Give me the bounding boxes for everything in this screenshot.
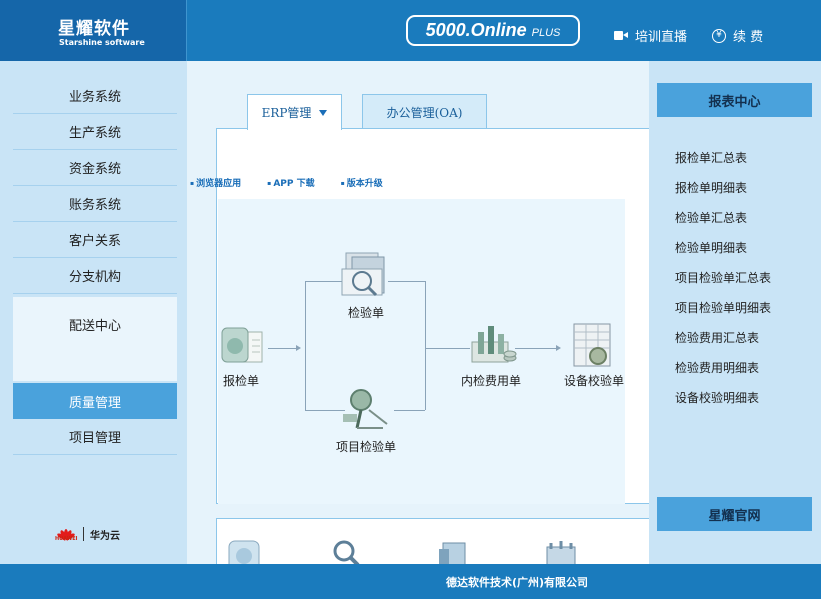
report-link[interactable]: 报检单汇总表 <box>675 151 748 165</box>
version-upgrade-link[interactable]: 版本升级 <box>341 176 383 189</box>
workflow-diagram <box>218 199 625 504</box>
tab-erp-label: ERP管理 <box>261 106 312 120</box>
shortcut-icon-2 <box>333 540 360 564</box>
shortcut-icon-3 <box>439 542 466 564</box>
node-label-internal-fee[interactable]: 内检费用单 <box>461 374 522 388</box>
connector-line <box>268 348 298 349</box>
project-inspection-icon[interactable] <box>343 384 393 438</box>
sidebar-item-customer[interactable]: 客户关系 <box>13 222 177 258</box>
app-download-link[interactable]: APP 下载 <box>267 176 314 189</box>
inspection-request-icon[interactable] <box>220 326 266 370</box>
official-website-button[interactable]: 星耀官网 <box>657 497 812 531</box>
footer: 德达软件技术(广州)有限公司 <box>0 564 821 599</box>
inspection-form-icon[interactable] <box>340 249 390 303</box>
renew-label: 续 费 <box>733 30 764 45</box>
report-center-panel: 报表中心 报检单汇总表 报检单明细表 检验单汇总表 检验单明细表 项目检验单汇总… <box>649 61 821 564</box>
internal-fee-icon[interactable] <box>468 320 518 370</box>
report-link[interactable]: 检验费用明细表 <box>675 361 760 375</box>
report-link[interactable]: 项目检验单明细表 <box>675 301 772 315</box>
connector-line <box>425 281 426 410</box>
tab-erp[interactable]: ERP管理 <box>247 94 342 130</box>
report-link[interactable]: 检验单汇总表 <box>675 211 748 225</box>
chevron-down-icon <box>319 109 328 116</box>
connector-line <box>305 281 345 282</box>
brand-name-en: Starshine software <box>59 38 145 47</box>
node-label-inspection-form[interactable]: 检验单 <box>348 306 385 320</box>
report-center-title: 报表中心 <box>657 83 812 117</box>
arrow-icon <box>296 345 301 351</box>
report-link[interactable]: 检验单明细表 <box>675 241 748 255</box>
partner-badge: HUAWEI 华为云 <box>55 526 120 542</box>
left-sidebar: 业务系统 生产系统 资金系统 账务系统 客户关系 分支机构 配送中心 质量管理 … <box>0 61 187 564</box>
video-icon <box>614 30 628 41</box>
brand-name-cn: 星耀软件 <box>58 19 130 39</box>
version-badge: 5000.Online PLUS <box>406 15 580 46</box>
partner-name: 华为云 <box>90 530 120 542</box>
partner-divider <box>83 527 84 541</box>
connector-line <box>305 410 345 411</box>
connector-line <box>388 281 425 282</box>
sidebar-item-production[interactable]: 生产系统 <box>13 114 177 150</box>
sidebar-item-accounting[interactable]: 账务系统 <box>13 186 177 222</box>
tab-oa[interactable]: 办公管理(OA) <box>362 94 487 129</box>
connector-line <box>305 281 306 410</box>
renew-icon: ¥ <box>712 28 726 43</box>
shortcut-icon-4 <box>546 541 576 564</box>
training-live-link[interactable]: 培训直播 <box>614 26 687 45</box>
sub-links-bar: 浏览器应用 APP 下载 版本升级 <box>190 176 383 189</box>
sidebar-item-project[interactable]: 项目管理 <box>13 419 177 455</box>
bottom-shortcut-panel <box>216 518 649 564</box>
renew-link[interactable]: ¥ 续 费 <box>712 26 763 45</box>
sidebar-item-distribution[interactable]: 配送中心 <box>13 297 177 381</box>
sidebar-item-funds[interactable]: 资金系统 <box>13 150 177 186</box>
report-link[interactable]: 报检单明细表 <box>675 181 748 195</box>
arrow-icon <box>556 345 561 351</box>
brand-logo[interactable]: 星耀软件 Starshine software <box>0 0 187 61</box>
report-link[interactable]: 设备校验明细表 <box>675 391 760 405</box>
report-link[interactable]: 项目检验单汇总表 <box>675 271 772 285</box>
sidebar-item-business[interactable]: 业务系统 <box>13 78 177 114</box>
sidebar-item-quality[interactable]: 质量管理 <box>13 383 177 419</box>
browser-app-link[interactable]: 浏览器应用 <box>190 176 241 189</box>
sidebar-item-branch[interactable]: 分支机构 <box>13 258 177 294</box>
training-live-label: 培训直播 <box>635 30 688 45</box>
version-name: 5000.Online <box>425 20 527 40</box>
node-label-inspection-request[interactable]: 报检单 <box>223 374 260 388</box>
footer-company: 德达软件技术(广州)有限公司 <box>446 576 589 589</box>
node-label-project-inspection[interactable]: 项目检验单 <box>336 440 397 454</box>
equipment-calibration-icon[interactable] <box>572 322 616 374</box>
huawei-logo-icon: HUAWEI <box>55 526 78 542</box>
report-link[interactable]: 检验费用汇总表 <box>675 331 760 345</box>
version-suffix: PLUS <box>531 26 561 39</box>
shortcut-icons-strip <box>228 540 576 564</box>
shortcut-icon-1 <box>228 540 260 564</box>
connector-line <box>515 348 557 349</box>
top-header: 星耀软件 Starshine software 5000.Online PLUS… <box>0 0 821 61</box>
connector-line <box>425 348 470 349</box>
node-label-equipment-calibration[interactable]: 设备校验单 <box>564 374 625 388</box>
connector-line <box>394 410 425 411</box>
tab-oa-label: 办公管理(OA) <box>386 105 463 120</box>
